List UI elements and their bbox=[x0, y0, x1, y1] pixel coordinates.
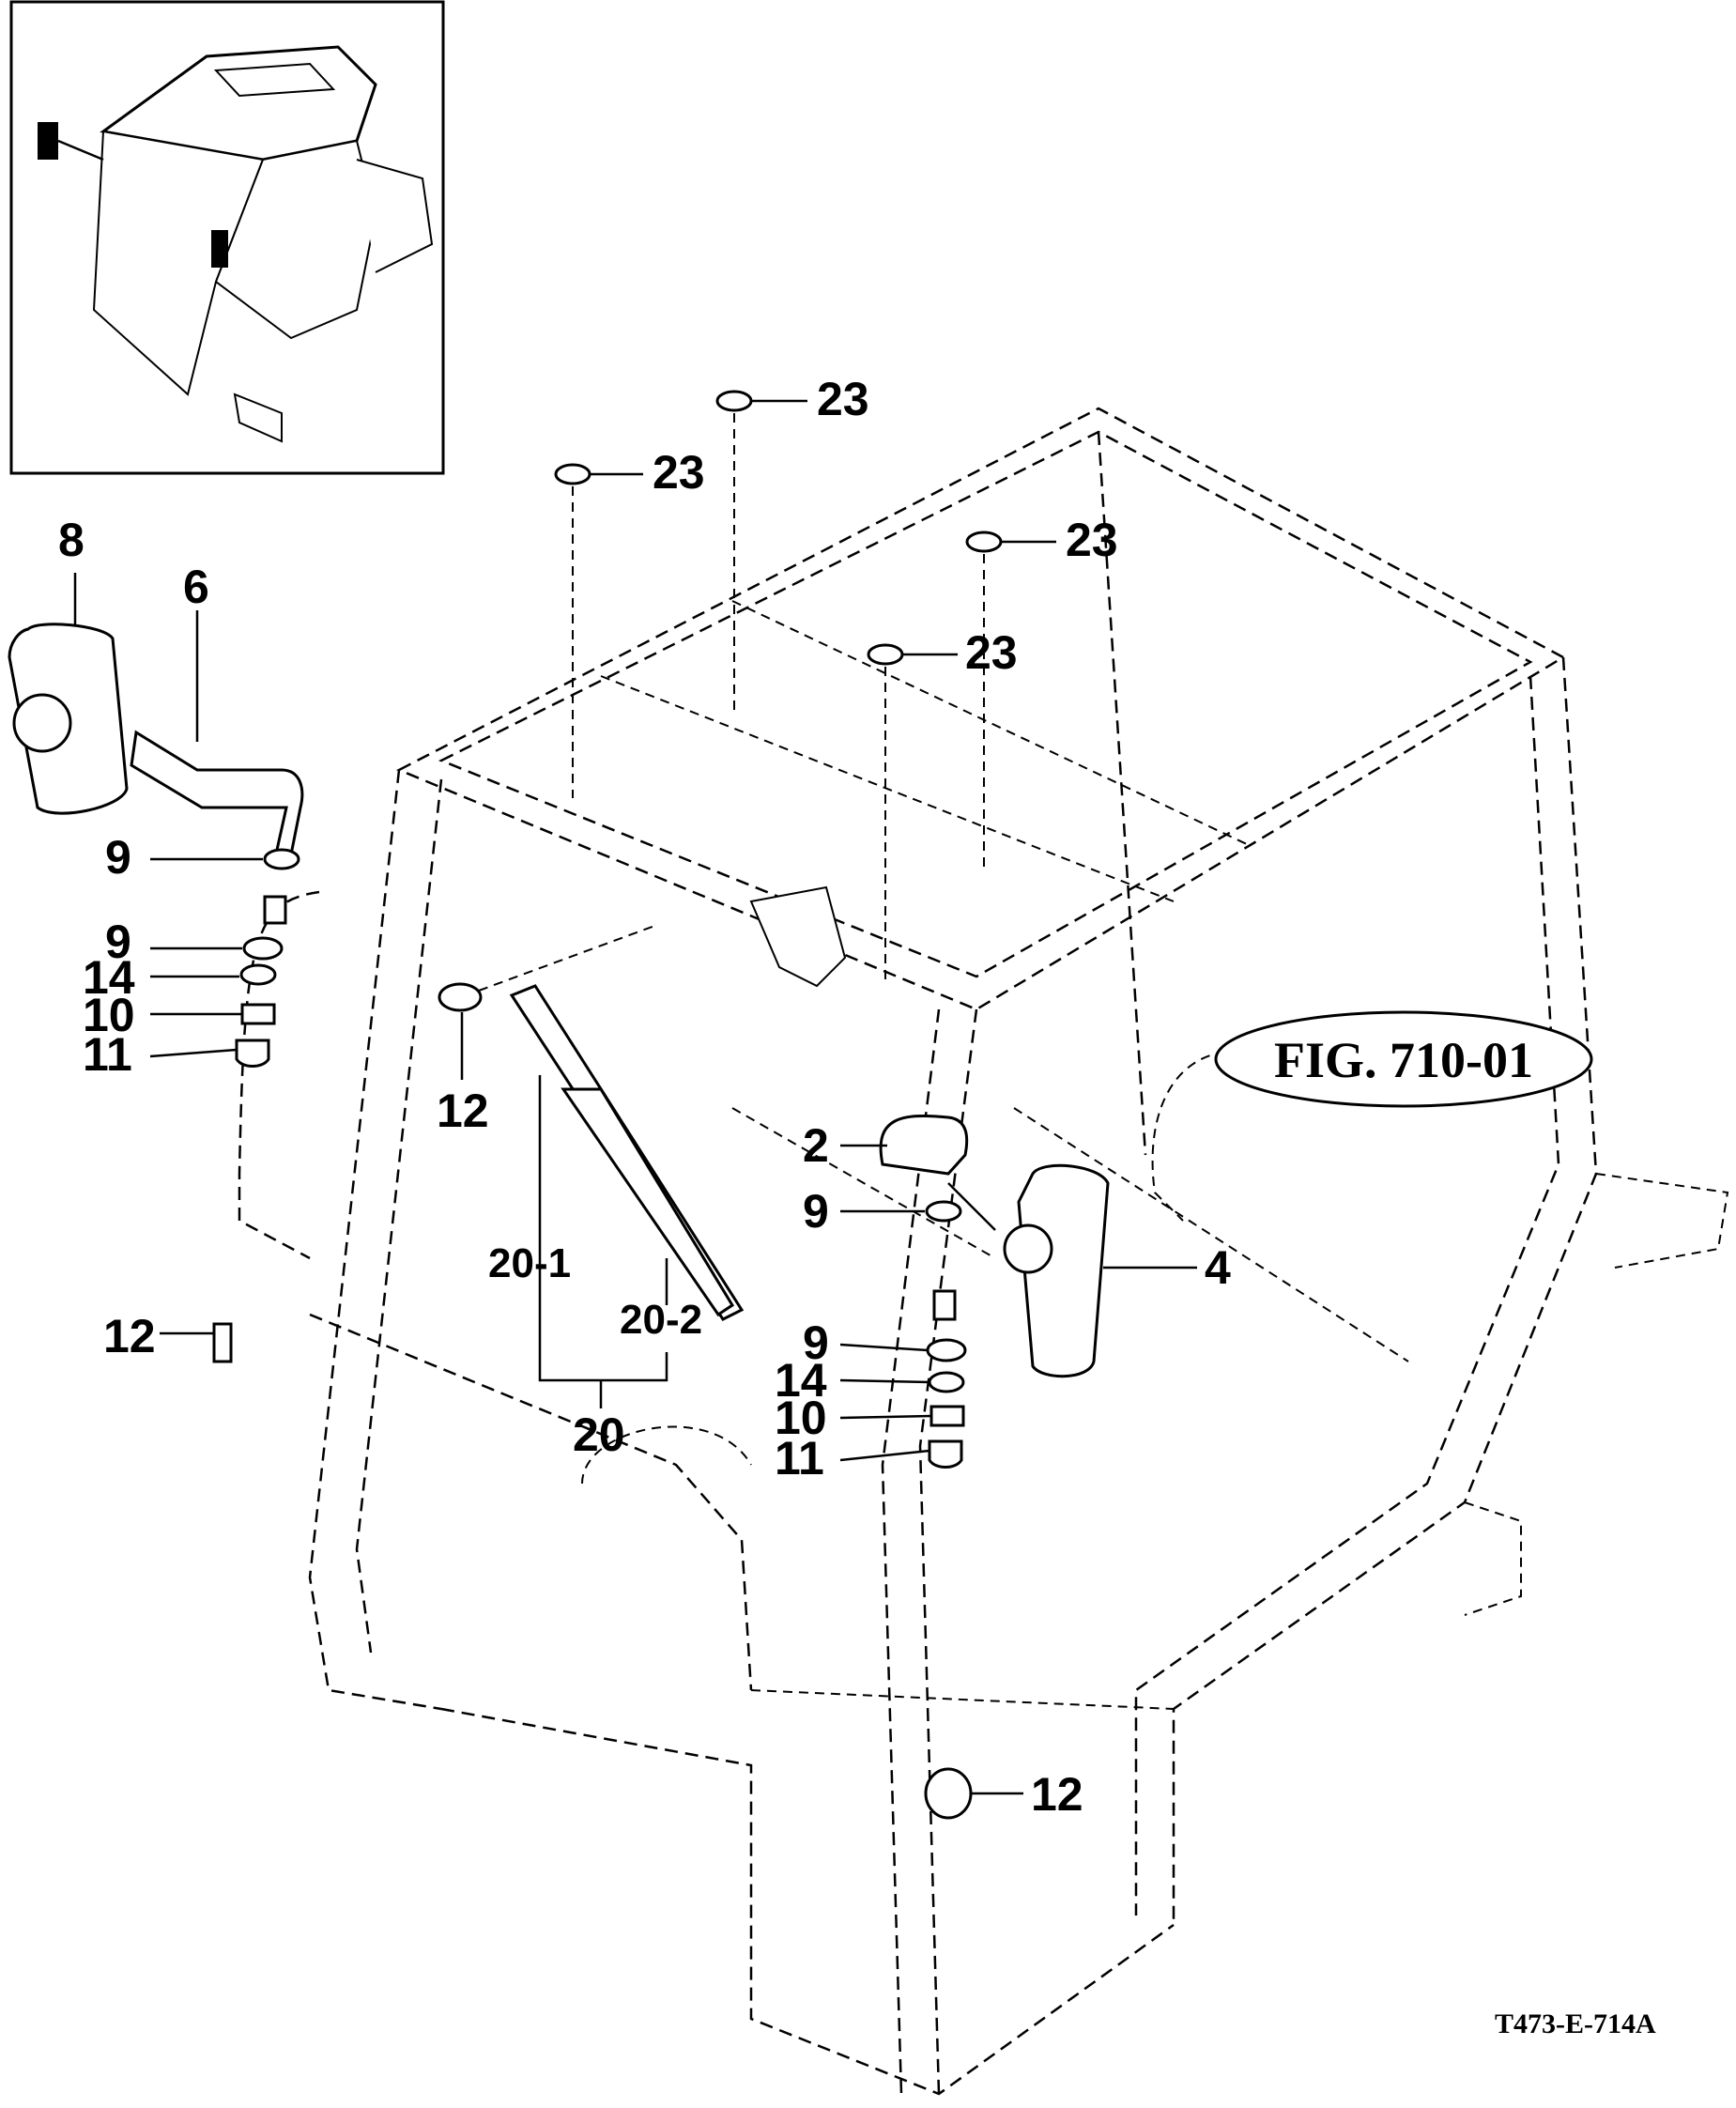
rear-platform bbox=[1595, 1173, 1729, 1269]
rear-bracket bbox=[1464, 1501, 1522, 1616]
leader-10b bbox=[839, 1414, 932, 1420]
callout-20-1: 20-1 bbox=[488, 1240, 571, 1286]
side-rail-front bbox=[309, 1313, 753, 1691]
grommet-23c bbox=[965, 531, 1003, 553]
left-mirror-assembly bbox=[8, 623, 304, 1068]
callout-23: 23 bbox=[817, 373, 869, 425]
plugs-12 bbox=[212, 1322, 973, 1820]
callout-23: 23 bbox=[965, 626, 1018, 679]
inset-step bbox=[233, 392, 283, 443]
callout-4: 4 bbox=[1205, 1241, 1231, 1294]
rear-left-pillar bbox=[1097, 431, 1147, 1156]
fig-reference-label: FIG. 710-01 bbox=[1274, 1032, 1533, 1088]
grommet-23d bbox=[867, 643, 904, 666]
front-left-pillar-outer bbox=[308, 769, 442, 1711]
callout-12: 12 bbox=[103, 1310, 156, 1362]
grommet-23a bbox=[554, 463, 591, 485]
inset-mirror-left bbox=[38, 122, 58, 160]
fig-ref-leader bbox=[1151, 1051, 1226, 1222]
right-capnut-11 bbox=[928, 1439, 963, 1469]
callout-11: 11 bbox=[83, 1028, 132, 1081]
inset-cab-side bbox=[214, 139, 377, 340]
left-mount-bracket bbox=[263, 895, 287, 925]
fig-reference-oval bbox=[1214, 1010, 1593, 1108]
drawing-code: T473-E-714A bbox=[1495, 2008, 1656, 2039]
callout-14: 14 bbox=[83, 951, 135, 1004]
callout-6: 6 bbox=[183, 561, 209, 613]
left-mirror-arm bbox=[130, 730, 304, 856]
leader-20-bracket bbox=[538, 1075, 668, 1382]
wiper-assembly bbox=[438, 924, 745, 1321]
callout-14: 14 bbox=[775, 1354, 827, 1407]
right-mirror-head bbox=[1017, 1163, 1110, 1378]
leader-11b bbox=[839, 1449, 930, 1462]
callout-12: 12 bbox=[437, 1085, 489, 1137]
callout-9: 9 bbox=[105, 916, 131, 968]
left-lockwasher-14 bbox=[239, 963, 277, 986]
left-mirror-pivot bbox=[12, 693, 72, 753]
leader-9d bbox=[839, 1343, 929, 1352]
callout-23: 23 bbox=[1066, 514, 1118, 566]
dash-panel-line-1 bbox=[731, 1107, 996, 1259]
callout-20: 20 bbox=[573, 1408, 625, 1461]
roof-frame-inner bbox=[438, 430, 1533, 978]
rear-right-pillar-inner bbox=[1134, 675, 1560, 1916]
callout-8: 8 bbox=[58, 514, 84, 566]
steering-column bbox=[581, 1425, 752, 1485]
left-washer-9a bbox=[263, 848, 300, 870]
right-mirror-link bbox=[947, 1182, 996, 1231]
right-nut-10 bbox=[929, 1405, 965, 1427]
callout-10: 10 bbox=[83, 989, 135, 1041]
rear-right-pillar-outer bbox=[1172, 656, 1598, 1925]
grommet-23b bbox=[715, 390, 753, 412]
callout-9: 9 bbox=[803, 1185, 829, 1238]
wiper-arm bbox=[561, 1087, 735, 1317]
inset-mirror-arm bbox=[57, 139, 104, 162]
callout-23: 23 bbox=[653, 446, 705, 499]
leader-lines bbox=[73, 399, 1226, 1795]
left-nut-10 bbox=[240, 1003, 276, 1025]
callout-11: 11 bbox=[775, 1432, 824, 1485]
callout-9: 9 bbox=[105, 831, 131, 884]
right-mount-bracket bbox=[932, 1289, 957, 1321]
left-washer-9b bbox=[242, 936, 284, 961]
callout-2: 2 bbox=[803, 1119, 829, 1172]
grommets-23 bbox=[554, 390, 1003, 666]
right-mirror-arm bbox=[879, 1114, 969, 1176]
front-left-pillar-inner bbox=[355, 778, 443, 1654]
callout-20-2: 20-2 bbox=[620, 1297, 702, 1343]
floor-outline bbox=[440, 1707, 1175, 2096]
inset-cab-front bbox=[92, 130, 265, 396]
right-mirror-pivot bbox=[1003, 1223, 1053, 1274]
inset-fender bbox=[356, 159, 434, 273]
left-capnut-11 bbox=[235, 1039, 270, 1068]
right-washer-9d bbox=[926, 1338, 967, 1362]
right-lockwasher-14 bbox=[928, 1371, 965, 1393]
fig-reference: FIG. 710-01 bbox=[1214, 1010, 1593, 1108]
plug-12c bbox=[924, 1767, 973, 1820]
inset-roof-hatch bbox=[213, 62, 336, 98]
right-mirror-assembly bbox=[879, 1114, 1110, 1469]
leader-14b bbox=[839, 1378, 930, 1384]
callout-12: 12 bbox=[1031, 1768, 1083, 1821]
cap-12a bbox=[438, 982, 483, 1012]
right-washer-9c bbox=[925, 1200, 962, 1223]
roof-frame-outer bbox=[396, 407, 1566, 1011]
plug-12b bbox=[212, 1322, 233, 1363]
floor-crossmember bbox=[750, 1689, 1175, 1710]
callout-10: 10 bbox=[775, 1392, 827, 1444]
inset-cab-overview bbox=[9, 0, 445, 475]
callout-9: 9 bbox=[803, 1316, 829, 1369]
dash-panel-line-2 bbox=[1013, 1107, 1409, 1362]
wiper-cap-leader bbox=[478, 924, 658, 992]
callout-labels: 23 23 23 23 8 6 9 9 14 10 11 12 12 12 20… bbox=[58, 373, 1231, 1821]
leader-11a bbox=[149, 1048, 238, 1058]
wiper-motor bbox=[749, 885, 847, 988]
left-handrail bbox=[238, 890, 320, 1260]
inset-mirror-right bbox=[211, 230, 228, 268]
roof-crossbar-1 bbox=[600, 675, 1175, 902]
